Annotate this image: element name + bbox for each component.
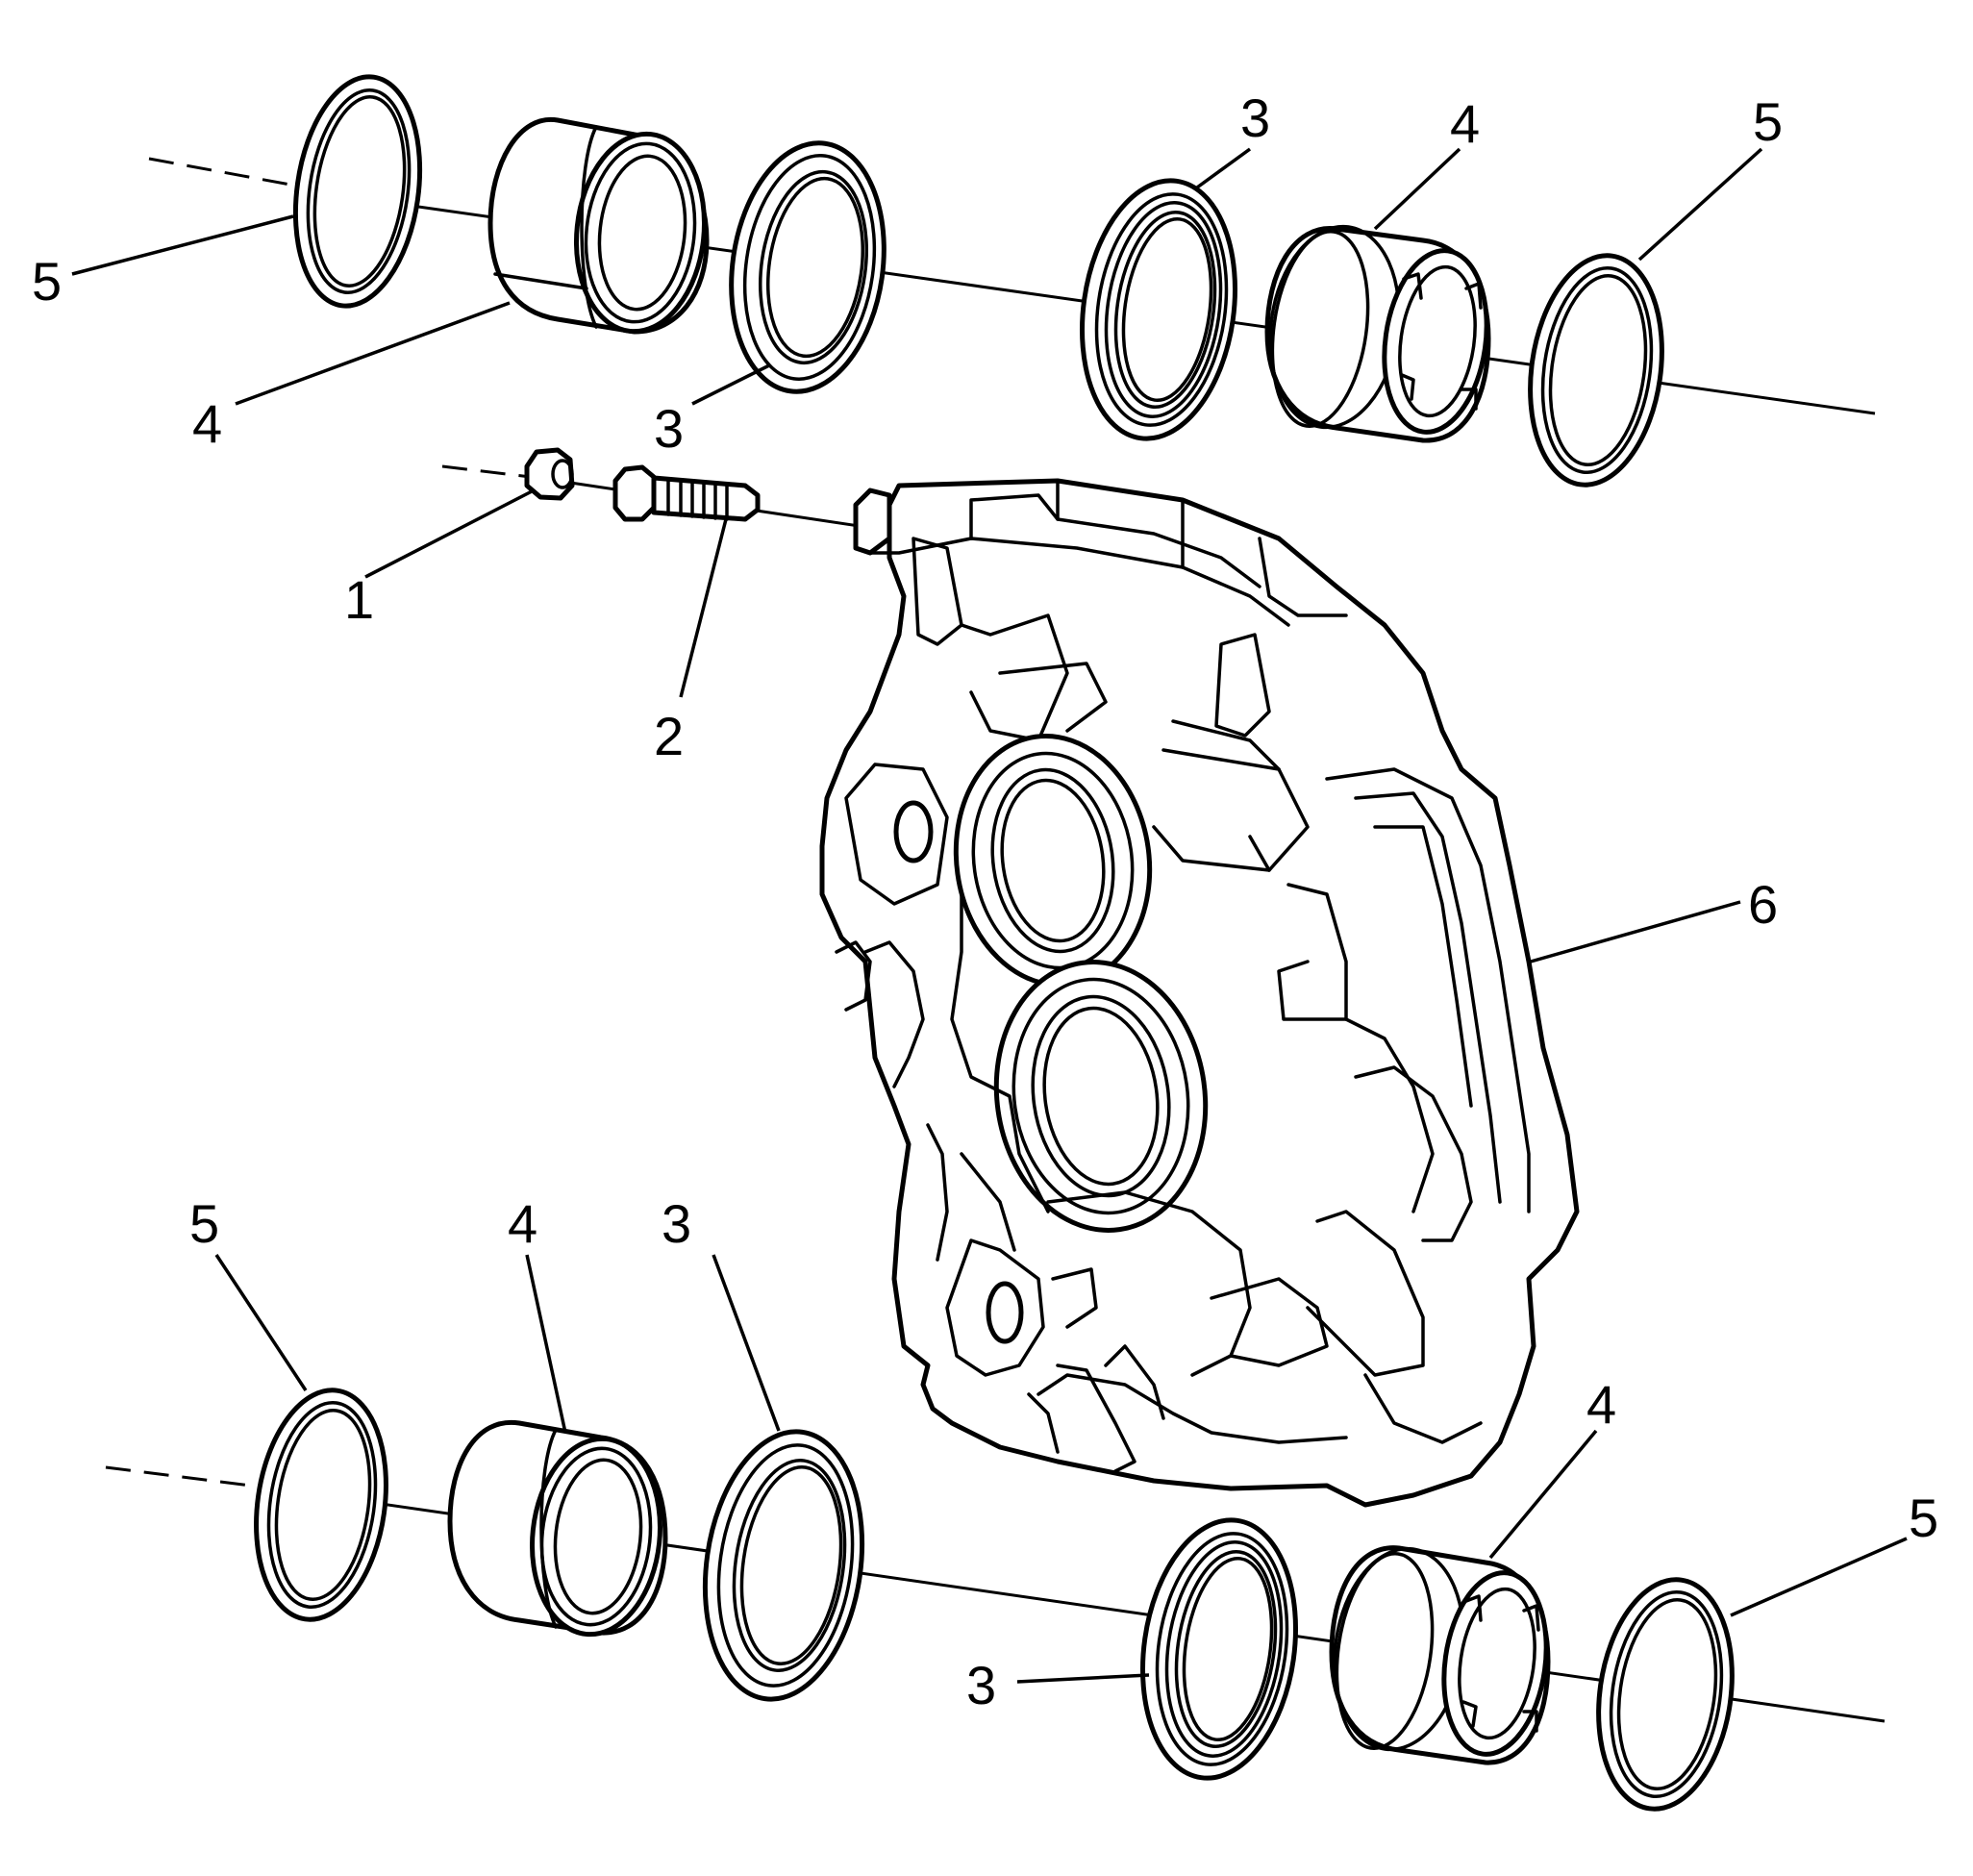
piston-seal-bottom-right	[1140, 1517, 1298, 1781]
callout-labels: 5 4 3 1 2 3 4 5 6 5 4 3 3 4 5	[32, 88, 1938, 1715]
callout-3-bottom-right: 3	[966, 1655, 996, 1715]
piston-seal-top-left	[729, 140, 887, 394]
callout-4-bottom-left: 4	[508, 1193, 537, 1254]
callout-4-top-left: 4	[192, 393, 222, 454]
callout-2: 2	[654, 706, 684, 766]
piston-seal-top-right	[1080, 178, 1237, 441]
callout-3-bottom-left: 3	[662, 1193, 691, 1254]
callout-5-bottom-right: 5	[1909, 1488, 1938, 1548]
callout-4-bottom-right: 4	[1586, 1374, 1616, 1435]
callout-3-top-right: 3	[1240, 88, 1270, 148]
bleeder-cap-icon	[524, 447, 575, 501]
callout-5-bottom-left: 5	[189, 1193, 219, 1254]
dust-boot-top-left	[292, 74, 423, 309]
callout-5-top-left: 5	[32, 251, 62, 312]
piston-seal-bottom-left	[702, 1429, 865, 1702]
piston-bottom-right	[1329, 1545, 1551, 1765]
callout-1: 1	[344, 569, 374, 630]
piston-top-right	[1264, 224, 1491, 443]
dust-boot-top-right	[1528, 253, 1664, 488]
bleeder-valve-icon	[612, 464, 761, 522]
callout-4-top-right: 4	[1450, 93, 1480, 154]
piston-bottom-left	[447, 1419, 668, 1638]
dust-boot-bottom-right	[1596, 1577, 1735, 1812]
leader-lines	[71, 147, 1908, 1684]
piston-top-left	[487, 116, 710, 335]
callout-3-top-left: 3	[654, 398, 684, 459]
dust-boot-bottom-left	[254, 1388, 388, 1622]
callout-6: 6	[1748, 874, 1778, 935]
caliper-housing-icon	[819, 478, 1580, 1508]
callout-5-top-right: 5	[1753, 91, 1783, 152]
